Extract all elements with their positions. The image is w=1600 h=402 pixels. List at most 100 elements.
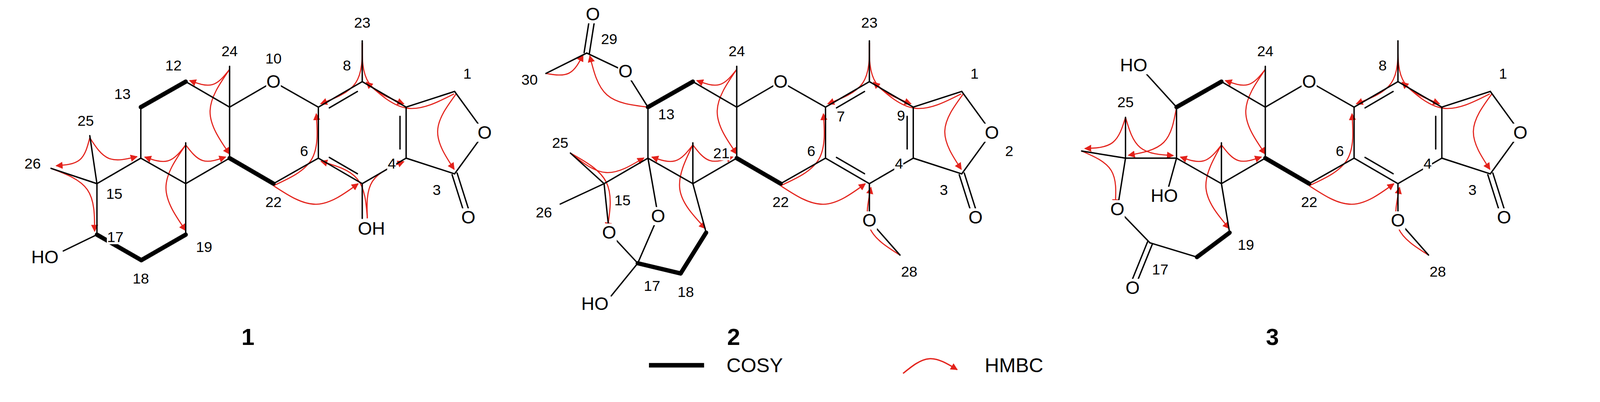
locant-number: 15 bbox=[613, 192, 632, 208]
locant-number: 25 bbox=[551, 135, 569, 151]
compound-number: 2 bbox=[726, 325, 741, 349]
bond-line bbox=[362, 81, 406, 108]
hmbc-arrow bbox=[89, 137, 138, 160]
atom-label: O bbox=[585, 5, 601, 24]
bond-line bbox=[329, 157, 358, 174]
legend-entry: COSY bbox=[726, 355, 783, 376]
bond-line bbox=[1221, 81, 1265, 108]
locant-number: 18 bbox=[677, 284, 695, 300]
locant-number: 24 bbox=[1256, 43, 1275, 59]
locant-number: 18 bbox=[677, 284, 695, 300]
locant-number: 17 bbox=[106, 229, 125, 245]
hmbc-arrow bbox=[589, 55, 649, 108]
locant-number: 3 bbox=[1467, 182, 1477, 198]
locant-number: 4 bbox=[894, 156, 904, 171]
atom-label: O bbox=[1513, 123, 1529, 142]
atom-label: O bbox=[1513, 123, 1529, 142]
locant-number: 28 bbox=[1429, 264, 1447, 279]
atom-label: O bbox=[1390, 211, 1406, 230]
locant-number: 10 bbox=[265, 51, 283, 66]
bond-line bbox=[318, 81, 362, 108]
bond-line bbox=[1354, 81, 1398, 108]
atom-label: O bbox=[1125, 278, 1141, 298]
bond-line bbox=[318, 158, 362, 184]
locant-number: 1 bbox=[970, 66, 980, 81]
locant-number: 29 bbox=[600, 31, 618, 47]
locant-number: 1 bbox=[970, 66, 980, 81]
locant-number: 25 bbox=[1117, 94, 1135, 110]
locant-number: 19 bbox=[1237, 237, 1255, 253]
locant-number: 26 bbox=[535, 204, 553, 220]
cosy-bond bbox=[648, 81, 694, 108]
hmbc-arrow bbox=[780, 183, 866, 205]
locant-number: 24 bbox=[220, 43, 239, 59]
locant-number: 8 bbox=[1378, 57, 1388, 73]
locant-number: 22 bbox=[772, 194, 790, 210]
locant-number: 19 bbox=[195, 239, 213, 255]
bond-line bbox=[1264, 107, 1266, 159]
cosy-bond bbox=[680, 232, 706, 274]
atom-label: O bbox=[618, 62, 634, 81]
hmbc-arrow bbox=[185, 144, 226, 162]
hmbc-arrow bbox=[320, 161, 368, 219]
bond-line bbox=[546, 53, 587, 74]
bond-line bbox=[825, 81, 870, 108]
bond-line bbox=[273, 158, 319, 184]
bond-line bbox=[603, 158, 648, 184]
atom-label: O bbox=[477, 123, 493, 142]
cosy-bond bbox=[1265, 158, 1310, 184]
hmbc-arrow bbox=[780, 113, 825, 186]
atom-label: O bbox=[1301, 72, 1317, 91]
bond-line bbox=[89, 135, 98, 184]
bond-line bbox=[736, 66, 738, 107]
atom-label: O bbox=[618, 62, 634, 81]
atom-label: OH bbox=[357, 219, 386, 238]
locant-number: 9 bbox=[896, 108, 906, 123]
locant-number: 6 bbox=[299, 143, 309, 159]
bond-line bbox=[1309, 158, 1355, 184]
locant-number: 24 bbox=[1256, 43, 1275, 59]
atom-label: O bbox=[967, 208, 984, 227]
bond-line bbox=[1441, 107, 1443, 159]
hmbc-arrow bbox=[869, 42, 911, 104]
bond-line bbox=[185, 158, 230, 184]
cosy-bond bbox=[1176, 81, 1222, 108]
bond-line bbox=[736, 107, 738, 159]
locant-number: 8 bbox=[1378, 57, 1388, 73]
atom-label: O bbox=[984, 123, 1000, 142]
atom-label: O bbox=[477, 123, 493, 142]
bond-line bbox=[1125, 157, 1177, 159]
bond-line bbox=[1398, 81, 1442, 108]
hmbc-arrow bbox=[437, 93, 457, 170]
atom-label: O bbox=[585, 5, 601, 24]
atom-label: HO bbox=[581, 294, 610, 313]
hmbc-arrow bbox=[693, 144, 733, 162]
locant-number: 12 bbox=[164, 57, 183, 73]
atom-label: O bbox=[1125, 278, 1141, 298]
bond-line bbox=[399, 116, 401, 150]
locant-number: 2 bbox=[1004, 143, 1014, 159]
hmbc-arrow bbox=[1356, 42, 1398, 104]
hmbc-arrow bbox=[1128, 107, 1177, 156]
locant-number: 25 bbox=[76, 113, 95, 128]
bond-line bbox=[1221, 183, 1230, 233]
atom-label: O bbox=[650, 207, 666, 226]
atom-label: O bbox=[1109, 200, 1125, 219]
locant-number: 30 bbox=[520, 72, 539, 87]
locant-number: 15 bbox=[105, 186, 123, 202]
bond-line bbox=[1364, 91, 1393, 109]
cosy-bond bbox=[140, 81, 186, 108]
locant-number: 21 bbox=[712, 145, 731, 161]
locant-number: 4 bbox=[1423, 156, 1433, 171]
hmbc-arrow bbox=[1180, 144, 1222, 162]
bond-line bbox=[913, 91, 962, 107]
atom-label: O bbox=[601, 223, 617, 242]
bond-line bbox=[405, 91, 455, 107]
locant-number: 13 bbox=[113, 86, 131, 102]
hmbc-arrows bbox=[51, 42, 1492, 256]
bond-line bbox=[1176, 158, 1222, 184]
locant-number: 6 bbox=[299, 143, 309, 159]
locant-number: 21 bbox=[712, 145, 731, 161]
hmbc-arrow bbox=[1084, 117, 1126, 149]
